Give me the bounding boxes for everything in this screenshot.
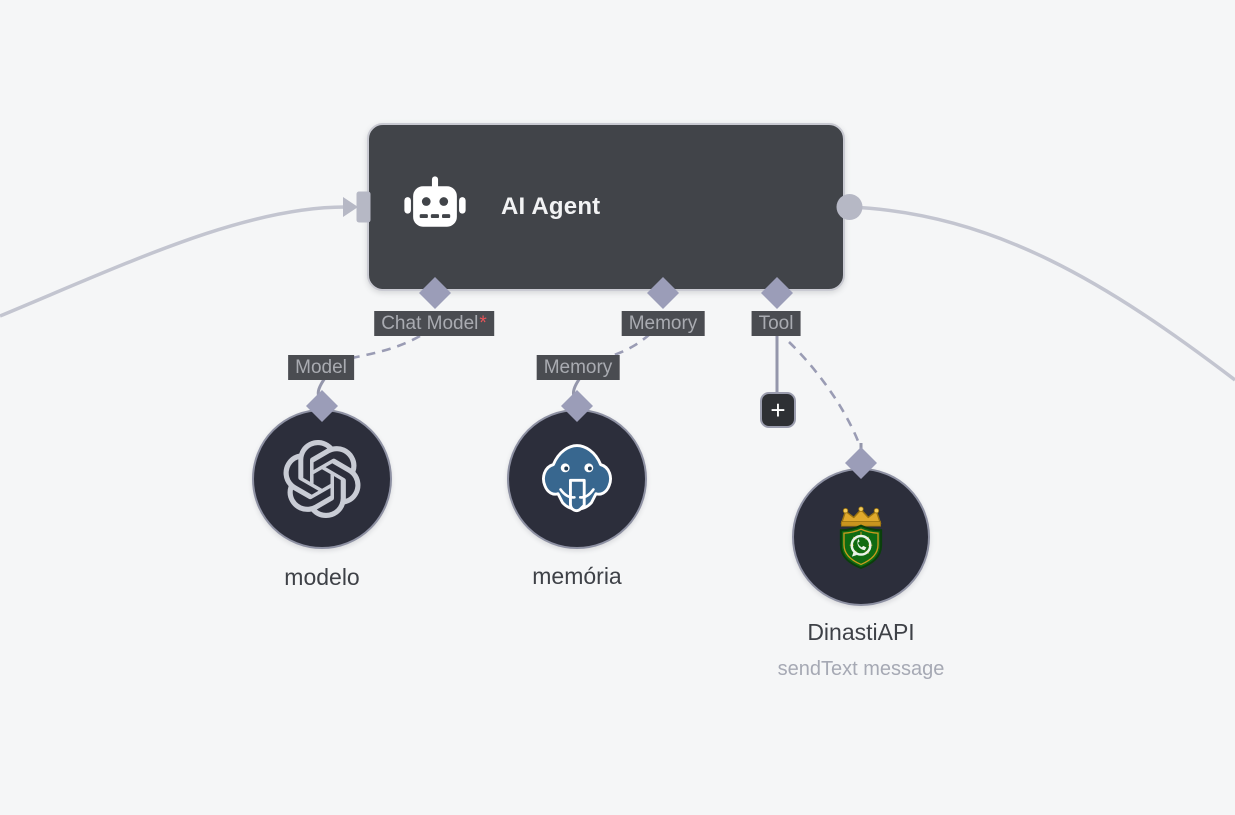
agent-port-diamond-tool[interactable] [761,277,793,309]
agent-node-title: AI Agent [501,193,601,220]
port-label-chat-model-text: Chat Model [381,313,479,334]
port-label-tool-text: Tool [758,313,794,334]
memory-node[interactable] [507,409,647,549]
ai-agent-node[interactable]: AI Agent [367,123,845,291]
model-node-name: modelo [284,564,360,590]
agent-output-port[interactable] [836,194,863,220]
input-label-memory-text: Memory [543,357,613,378]
model-node[interactable] [252,409,392,549]
port-label-memory: Memory [621,311,705,336]
required-asterisk: * [479,313,487,334]
port-label-tool: Tool [751,311,801,336]
input-label-model: Model [288,355,354,380]
agent-port-diamond-chat-model[interactable] [419,277,451,309]
dinasti-crown-shield-icon [839,506,883,570]
robot-icon [404,176,466,227]
input-label-model-text: Model [295,357,347,378]
port-label-memory-text: Memory [628,313,698,334]
incoming-connection-wire[interactable] [0,205,346,318]
model-node-port-diamond[interactable] [306,390,338,422]
port-label-chat-model: Chat Model* [374,311,494,336]
tool-node[interactable] [792,468,930,606]
input-label-memory: Memory [536,355,620,380]
memory-node-name: memória [532,563,622,589]
add-tool-button[interactable]: + [760,392,796,428]
plus-icon: + [770,395,786,425]
postgresql-elephant-icon [542,444,612,513]
wire-chatmodel-to-model[interactable] [351,334,421,360]
wire-tool-to-dinastiapi[interactable] [788,341,860,442]
tool-node-name: DinastiAPI [807,619,915,645]
tool-node-port-diamond[interactable] [845,447,877,479]
agent-port-diamond-memory[interactable] [647,277,679,309]
openai-logo-icon [283,440,361,518]
agent-input-arrow-icon [343,197,358,217]
memory-node-port-diamond[interactable] [561,390,593,422]
tool-node-subtitle: sendText message [777,658,945,680]
outgoing-connection-wire[interactable] [848,205,1235,382]
agent-input-port[interactable] [356,191,371,223]
